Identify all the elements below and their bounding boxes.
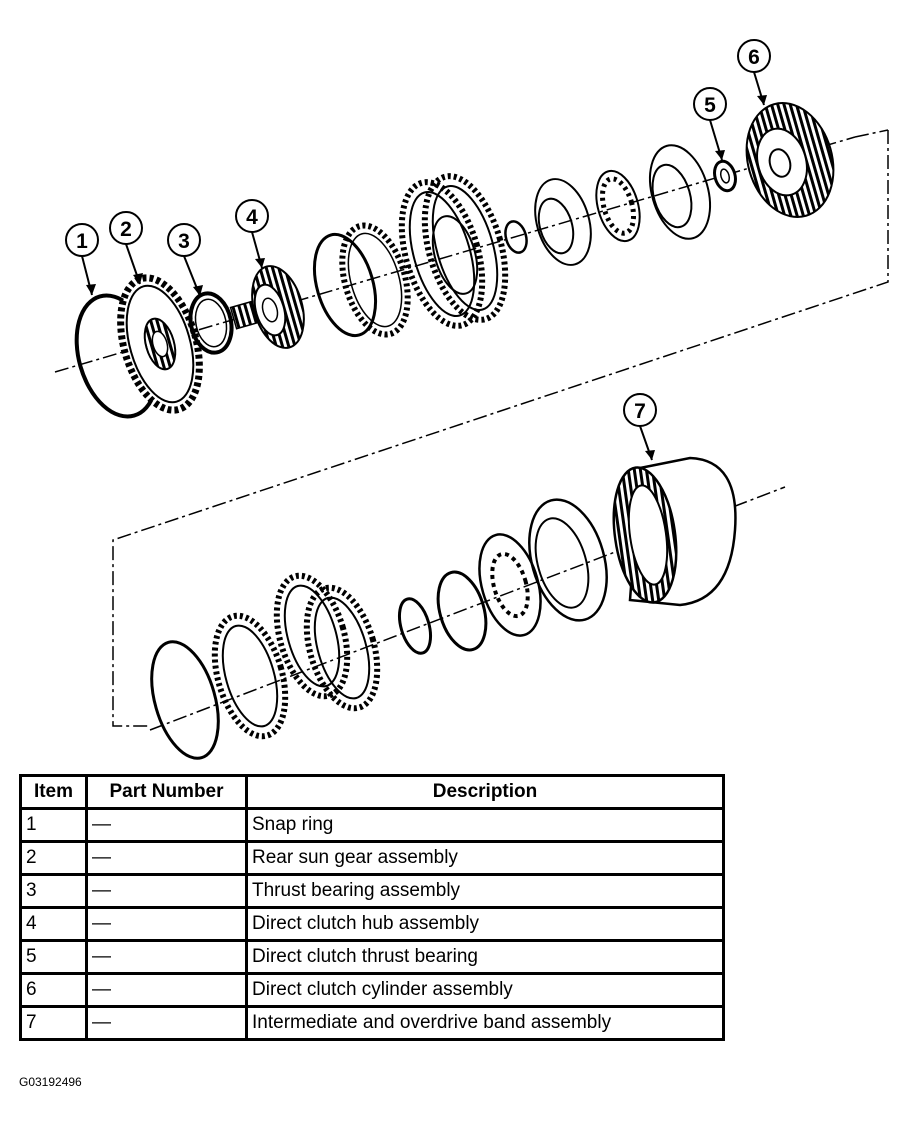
drum-components-upper	[534, 144, 711, 266]
rear-sun-gear-part	[117, 274, 203, 414]
callout-label-2: 2	[120, 218, 132, 241]
table-row: 6 — Direct clutch cylinder assembly	[19, 972, 725, 1008]
cell-item: 3	[19, 873, 88, 909]
header-part-number: Part Number	[85, 774, 248, 810]
cell-part-number: —	[85, 972, 248, 1008]
cell-part-number: —	[85, 906, 248, 942]
callout-label-3: 3	[178, 230, 190, 253]
cell-item: 6	[19, 972, 88, 1008]
exploded-parts-diagram: 1 2 3 4 5 6 7	[54, 39, 889, 760]
parts-table: Item Part Number Description 1 — Snap ri…	[19, 774, 725, 1041]
cell-part-number: —	[85, 939, 248, 975]
clutch-plates-lower	[150, 498, 608, 760]
cell-description: Thrust bearing assembly	[245, 873, 725, 909]
callout-label-6: 6	[748, 46, 760, 69]
callout-7: 7	[623, 393, 657, 461]
table-row: 1 — Snap ring	[19, 807, 725, 843]
cell-part-number: —	[85, 1005, 248, 1041]
cell-item: 4	[19, 906, 88, 942]
callout-label-7: 7	[634, 400, 646, 423]
callout-label-1: 1	[76, 230, 88, 253]
cell-description: Direct clutch thrust bearing	[245, 939, 725, 975]
callout-5: 5	[693, 87, 727, 161]
table-row: 4 — Direct clutch hub assembly	[19, 906, 725, 942]
cell-part-number: —	[85, 807, 248, 843]
cell-description: Intermediate and overdrive band assembly	[245, 1005, 725, 1041]
overdrive-band-part	[612, 456, 737, 607]
cell-item: 7	[19, 1005, 88, 1041]
cell-item: 1	[19, 807, 88, 843]
cell-item: 5	[19, 939, 88, 975]
cell-part-number: —	[85, 873, 248, 909]
callout-2: 2	[109, 211, 143, 285]
table-row: 3 — Thrust bearing assembly	[19, 873, 725, 909]
callout-label-4: 4	[246, 206, 258, 229]
figure-id: G03192496	[19, 1075, 82, 1089]
cell-part-number: —	[85, 840, 248, 876]
callout-1: 1	[65, 223, 99, 296]
thrust-bearing-part	[188, 291, 234, 355]
table-row: 7 — Intermediate and overdrive band asse…	[19, 1005, 725, 1041]
cell-description: Direct clutch hub assembly	[245, 906, 725, 942]
table-header-row: Item Part Number Description	[19, 774, 725, 810]
callout-6: 6	[737, 39, 771, 106]
centerline-lower	[149, 486, 786, 731]
table-row: 5 — Direct clutch thrust bearing	[19, 939, 725, 975]
cell-item: 2	[19, 840, 88, 876]
header-description: Description	[245, 774, 725, 810]
cell-description: Rear sun gear assembly	[245, 840, 725, 876]
direct-clutch-cylinder-part	[745, 102, 835, 218]
table-row: 2 — Rear sun gear assembly	[19, 840, 725, 876]
header-item: Item	[19, 774, 88, 810]
direct-clutch-thrust-bearing-part	[713, 159, 737, 193]
direct-clutch-hub-part	[229, 265, 305, 349]
callout-label-5: 5	[704, 94, 716, 117]
cell-description: Snap ring	[245, 807, 725, 843]
callout-4: 4	[235, 199, 269, 269]
callout-3: 3	[167, 223, 203, 297]
cell-description: Direct clutch cylinder assembly	[245, 972, 725, 1008]
clutch-plates-upper	[313, 173, 528, 338]
connection-line	[112, 130, 889, 727]
